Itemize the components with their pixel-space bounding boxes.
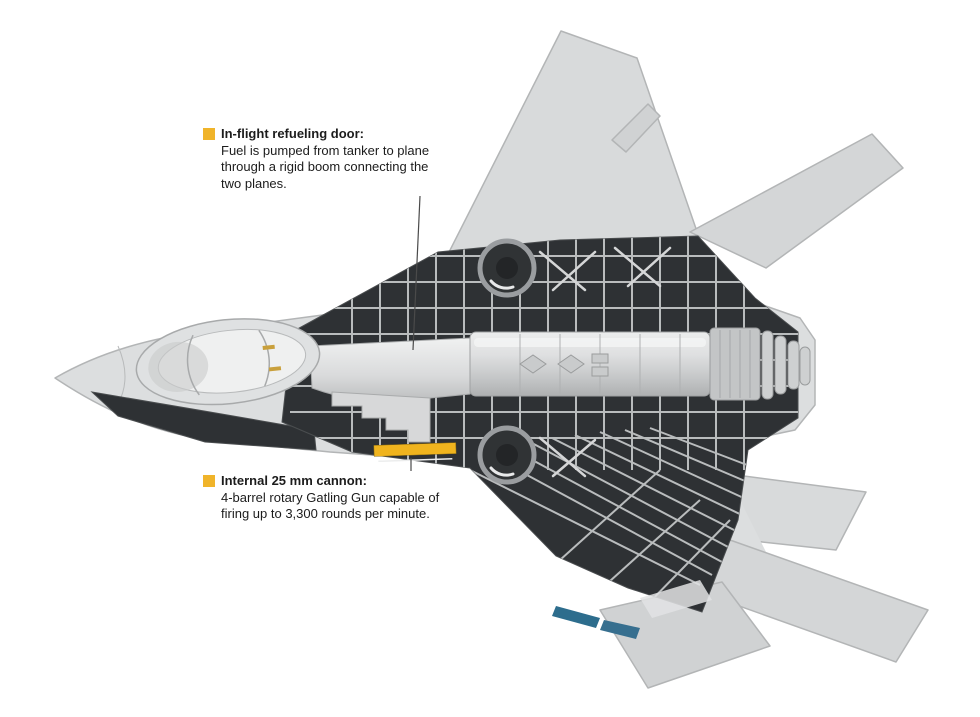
cannon-detail	[373, 442, 457, 463]
canopy-shading	[148, 341, 209, 392]
cannon-line-2: firing up to 3,300 rounds per minute.	[221, 506, 430, 521]
canopy-frame-rear	[258, 329, 271, 387]
blue-panel-2	[600, 620, 640, 639]
cutaway-main	[281, 235, 799, 613]
x-braces	[538, 246, 672, 478]
canopy-gold-tick-1	[262, 344, 275, 350]
annotation-refueling: In-flight refueling door: Fuel is pumped…	[203, 126, 486, 192]
tail-fin-upper	[611, 103, 661, 153]
refueling-label: In-flight refueling door:	[221, 126, 364, 141]
refueling-leader-line	[412, 195, 421, 351]
engine-highlight	[474, 338, 706, 347]
leader-lines	[410, 195, 421, 471]
aft-rings	[719, 330, 751, 398]
annotation-cannon: Internal 25 mm cannon: 4-barrel rotary G…	[203, 473, 486, 523]
aft-light-panel	[640, 580, 712, 618]
refueling-line-1: Fuel is pumped from tanker to plane	[221, 142, 430, 158]
refueling-line-3: two planes.	[221, 175, 287, 191]
cannon-bar	[373, 442, 457, 457]
engine-aft-section	[709, 327, 761, 401]
cannon-marker-swatch	[203, 475, 215, 487]
cockpit-canopy	[135, 318, 321, 406]
cutaway-region	[90, 235, 799, 613]
cutaway-nose-underside	[90, 391, 317, 451]
fan-details	[477, 238, 672, 485]
aft-blue-details	[552, 580, 712, 639]
refueling-marker-swatch	[203, 128, 215, 140]
exhaust-nozzle-petals	[761, 330, 811, 400]
blue-panel-1	[552, 606, 600, 628]
stepped-bay	[331, 391, 431, 443]
cannon-line-1: 4-barrel rotary Gatling Gun capable of	[221, 489, 440, 505]
canopy-frame-front	[186, 334, 200, 396]
fuel-diamond-details	[519, 353, 609, 377]
cannon-label: Internal 25 mm cannon:	[221, 473, 367, 488]
canopy-gold-tick-2	[268, 366, 282, 372]
refueling-line-2: through a rigid boom connecting the	[221, 159, 429, 174]
stabilator-upper	[689, 133, 904, 269]
engine-assembly	[309, 327, 811, 443]
